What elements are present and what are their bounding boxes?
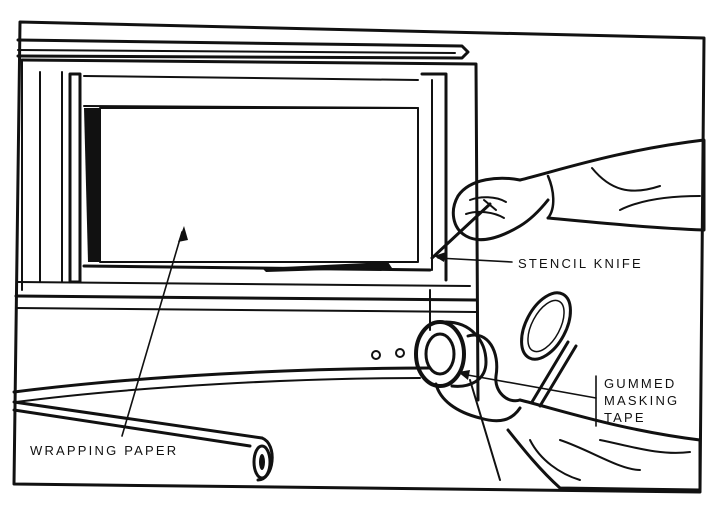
label-wrapping-paper: WRAPPING PAPER — [30, 443, 178, 458]
hand-roller-tool — [511, 285, 580, 406]
window-glass-shadow — [84, 108, 100, 262]
label-gummed-line1: GUMMED — [604, 376, 676, 391]
label-gummed-line2: MASKING — [604, 393, 679, 408]
label-stencil-knife: STENCIL KNIFE — [518, 256, 643, 271]
wrapping-paper-roll — [14, 402, 272, 480]
hand-with-knife — [432, 140, 704, 258]
leader-stencil-knife — [438, 258, 512, 262]
leader-gummed-tape — [462, 374, 596, 398]
label-gummed-line3: TAPE — [604, 410, 646, 425]
stencil-knife-blade — [432, 204, 490, 258]
